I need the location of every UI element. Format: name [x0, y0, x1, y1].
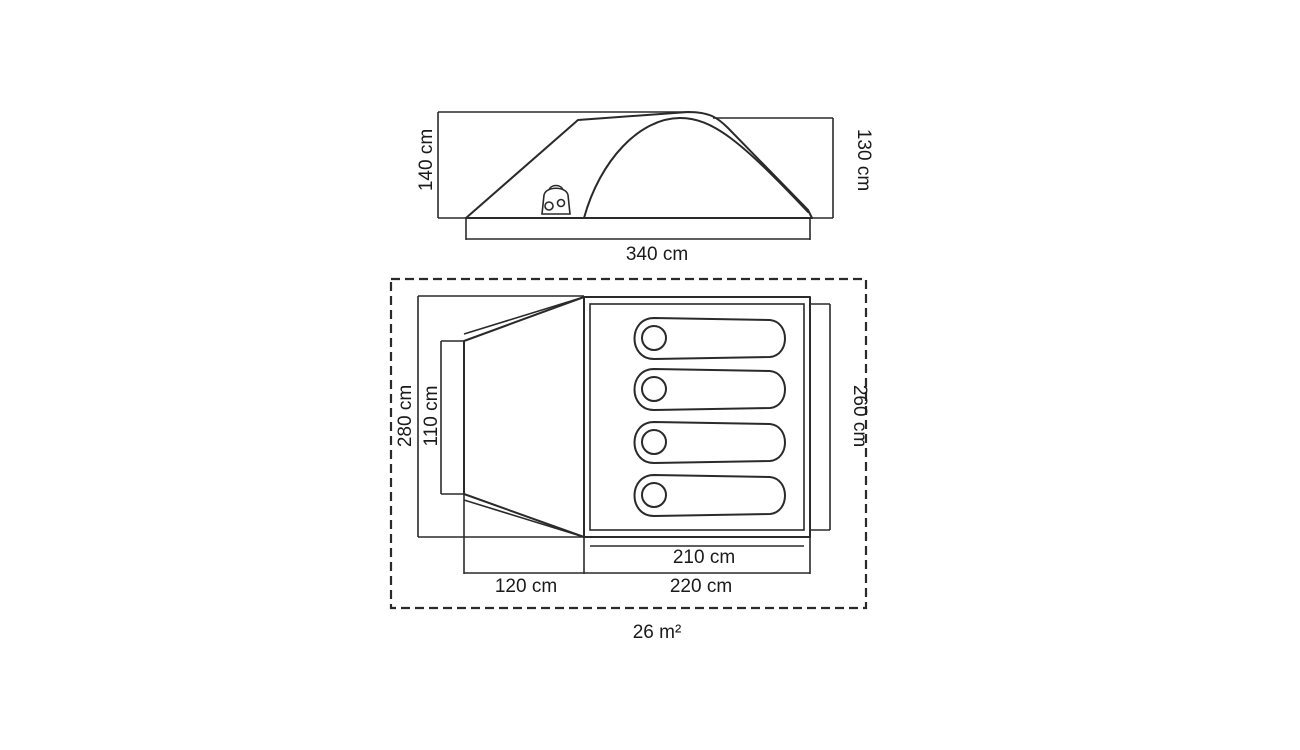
- label-length-inner-floor: 210 cm: [673, 547, 735, 568]
- label-length-vestibule: 120 cm: [495, 576, 557, 597]
- label-length: 340 cm: [626, 244, 688, 265]
- inner-tent-outline: [583, 296, 811, 538]
- label-height-right: 130 cm: [853, 129, 874, 191]
- label-area: 26 m²: [633, 622, 682, 643]
- footprint-area-outline: [389, 277, 868, 610]
- inner-tent-floor: [589, 303, 805, 531]
- tent-side-dome: [583, 117, 809, 219]
- label-width-total: 280 cm: [395, 385, 416, 447]
- floor-plan: 280 cm 110 cm 260 cm 210 cm 120 cm 220 c…: [389, 277, 870, 643]
- label-width-inner: 260 cm: [849, 385, 870, 447]
- label-height-left: 140 cm: [416, 129, 437, 191]
- side-view: 140 cm 130 cm 340 cm: [416, 111, 874, 265]
- sleeping-bag: [633, 474, 786, 517]
- vestibule-outline: [463, 296, 585, 538]
- label-width-vestibule: 110 cm: [421, 386, 442, 447]
- sleeping-bag: [633, 317, 786, 360]
- sleeping-bag: [633, 421, 786, 464]
- sleeping-bag: [633, 368, 786, 411]
- tent-side-outline: [465, 111, 813, 219]
- backpack-icon: [541, 184, 571, 215]
- label-length-inner: 220 cm: [670, 576, 732, 597]
